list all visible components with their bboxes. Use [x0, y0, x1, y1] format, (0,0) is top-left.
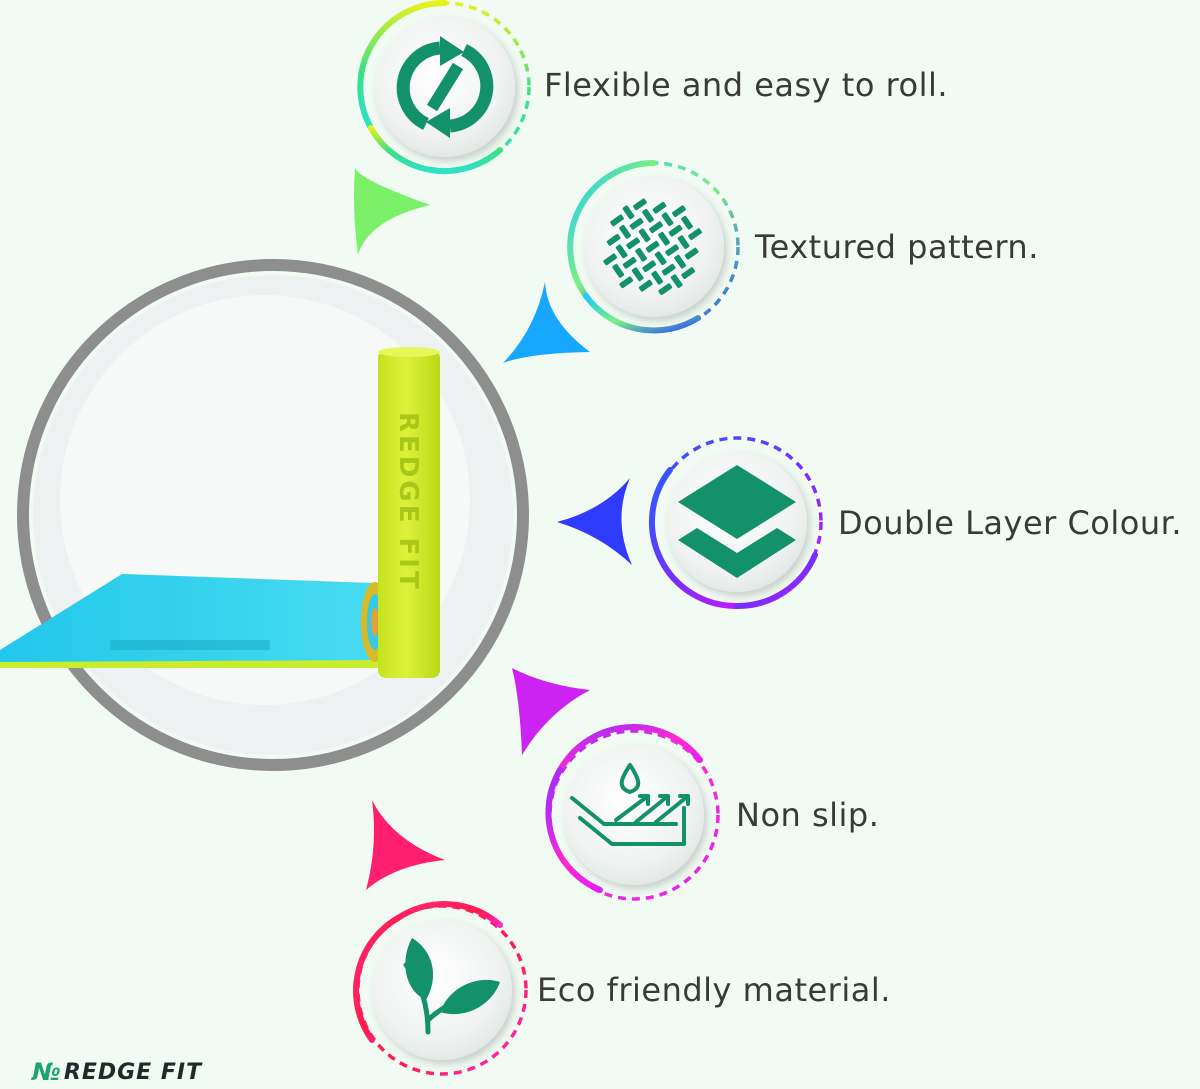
weave-cell: [610, 214, 624, 227]
brand-mark-icon: №: [32, 1058, 62, 1086]
weave-cell: [670, 274, 683, 289]
weave-cell: [645, 240, 660, 253]
arrow-layer: [557, 478, 632, 565]
standing-roll: [378, 350, 440, 678]
product-hub: REDGE FIT: [0, 259, 529, 771]
arrow-roll: [354, 168, 430, 255]
feature-label-texture: Textured pattern.: [755, 228, 1039, 266]
weave-cell: [606, 233, 621, 246]
arrow-texture: [503, 282, 590, 363]
weave-cell: [629, 217, 644, 230]
mat-logo-emboss: [110, 640, 270, 650]
weave-cell: [658, 283, 673, 296]
weave-cell: [612, 263, 625, 278]
mat-top: [0, 574, 388, 662]
arrow-eco: [366, 800, 445, 890]
badge-layer: [649, 436, 823, 610]
weave-cell: [661, 263, 676, 276]
weave-cell: [649, 221, 663, 234]
weave-cell: [674, 254, 687, 269]
hub-ring: [17, 259, 529, 771]
weave-cell: [619, 224, 631, 239]
weave-cell: [684, 247, 699, 260]
weave-cell: [633, 198, 647, 211]
feature-label-slip: Non slip.: [736, 796, 880, 834]
pointer-arrows: [354, 168, 632, 890]
feature-label-roll: Flexible and easy to roll.: [544, 66, 949, 104]
badge-eco: [353, 901, 528, 1076]
weave-cell: [651, 270, 664, 285]
weave-cell: [622, 205, 635, 220]
feature-label-layer: Double Layer Colour.: [838, 504, 1183, 542]
weave-cell: [635, 247, 648, 262]
weave-cell: [661, 212, 674, 227]
weave-cell: [688, 228, 702, 241]
leaf-icon: [403, 938, 500, 1035]
woven-texture-icon: [603, 198, 702, 296]
weave-cell: [672, 205, 686, 218]
arrow-slip: [512, 668, 590, 755]
badge-slip: [545, 724, 720, 901]
weave-cell: [638, 279, 653, 292]
weave-cell: [615, 244, 628, 259]
brand-name: REDGE FIT: [63, 1059, 203, 1085]
weave-cell: [626, 237, 640, 250]
weave-cell: [681, 215, 693, 230]
layers-icon: [678, 465, 796, 578]
weave-cell: [638, 228, 651, 243]
weave-cell: [642, 260, 657, 273]
recycle-arrows-icon: [396, 36, 494, 138]
weave-cell: [681, 267, 696, 280]
brand-logo: № REDGE FIT: [32, 1058, 202, 1086]
weave-cell: [665, 244, 679, 257]
weave-cell: [652, 201, 667, 214]
weave-cell: [622, 256, 637, 269]
weave-cell: [603, 253, 618, 266]
weave-cell: [677, 235, 690, 250]
weave-cell: [631, 267, 644, 282]
feature-label-eco: Eco friendly material.: [537, 971, 891, 1009]
weave-cell: [654, 251, 667, 266]
badge-texture: [567, 160, 740, 334]
roll-brand-text: REDGE FIT: [393, 412, 423, 592]
water-drop-arrows-icon: [570, 763, 690, 846]
weave-cell: [658, 231, 670, 246]
weave-cell: [619, 276, 634, 289]
weave-cell: [642, 208, 654, 223]
badge-roll: [357, 0, 531, 175]
weave-cell: [668, 224, 683, 237]
yoga-mat-image: REDGE FIT: [0, 347, 440, 678]
